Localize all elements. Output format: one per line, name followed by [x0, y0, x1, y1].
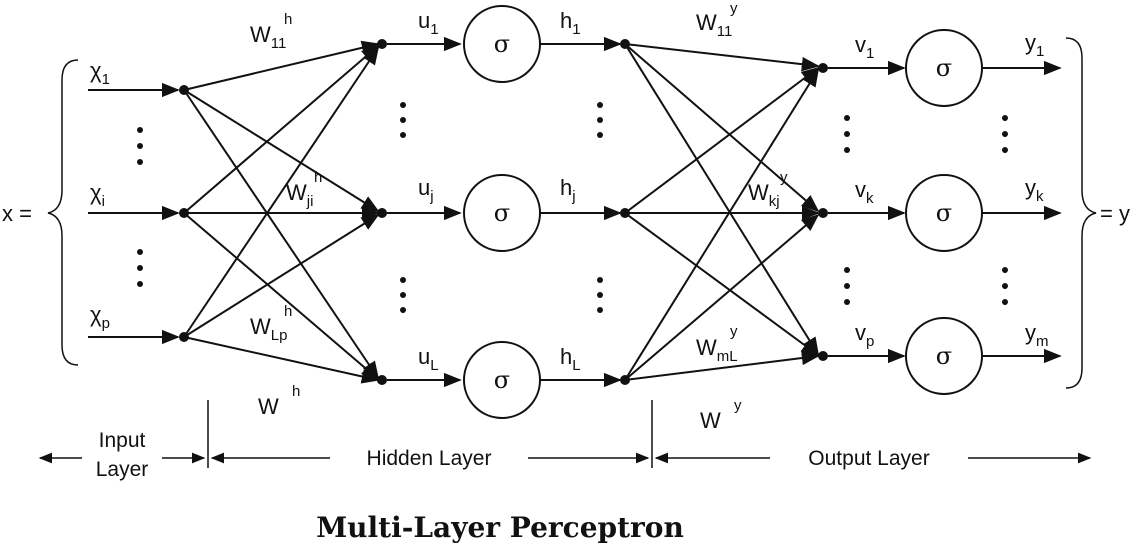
hidden-neuron-L: σ	[463, 341, 541, 419]
u-label-1: u1	[418, 8, 439, 38]
input-label-p: χp	[90, 302, 110, 332]
ellipsis-input-top	[137, 127, 143, 165]
svg-text:vp: vp	[855, 320, 874, 350]
svg-text:yk: yk	[1025, 175, 1044, 205]
output-sum-node-1	[818, 63, 828, 73]
input-hidden-connections	[183, 40, 380, 384]
y-label-k: yk	[1025, 175, 1044, 205]
svg-text:h: h	[292, 383, 300, 400]
ellipsis-hidden-h-bottom	[597, 277, 603, 313]
svg-text:u1: u1	[418, 8, 439, 38]
svg-text:W: W	[700, 408, 721, 433]
hidden-sum-node-j	[377, 208, 387, 218]
svg-text:uL: uL	[418, 344, 439, 374]
svg-text:σ: σ	[494, 366, 510, 394]
svg-text:uj: uj	[418, 175, 434, 205]
hidden-sum-node-1	[377, 39, 387, 49]
svg-text:h: h	[314, 169, 322, 186]
hidden-output-connections	[624, 43, 820, 381]
svg-text:h1: h1	[560, 8, 581, 38]
ellipsis-hidden-u-bottom	[400, 277, 406, 313]
svg-text:WmL: WmL	[696, 335, 738, 365]
svg-text:y: y	[730, 0, 738, 17]
svg-text:σ: σ	[936, 342, 952, 370]
hidden-layer-label: Hidden Layer	[367, 447, 492, 470]
svg-text:h: h	[284, 303, 292, 320]
v-label-k: vk	[855, 177, 874, 207]
v-label-1: v1	[855, 32, 874, 62]
svg-text:hj: hj	[560, 175, 576, 205]
output-neuron-m: σ	[905, 317, 983, 395]
weight-label-hidden-Lp: WLp h	[250, 303, 292, 344]
output-sum-node-p	[818, 351, 828, 361]
hidden-neuron-j: σ	[463, 174, 541, 252]
diagram-title: Multi-Layer Perceptron	[316, 511, 684, 544]
v-label-p: vp	[855, 320, 874, 350]
input-layer-label-line2: Layer	[96, 458, 149, 481]
svg-text:χp: χp	[90, 302, 110, 332]
matrix-label-hidden: W h	[258, 383, 300, 419]
h-label-1: h1	[560, 8, 581, 38]
svg-text:Wji: Wji	[286, 180, 313, 210]
svg-text:y: y	[780, 169, 788, 186]
svg-text:hL: hL	[560, 344, 581, 374]
svg-text:h: h	[284, 11, 292, 28]
output-neuron-1: σ	[905, 29, 983, 107]
svg-text:y: y	[730, 323, 738, 340]
input-brace	[47, 59, 79, 366]
svg-text:σ: σ	[494, 30, 510, 58]
svg-text:W11: W11	[696, 10, 732, 40]
y-label-1: y1	[1025, 30, 1044, 60]
weight-label-hidden-ji: Wji h	[286, 169, 322, 210]
svg-text:σ: σ	[936, 54, 952, 82]
ellipsis-hidden-h-top	[597, 102, 603, 138]
y-label-m: ym	[1025, 320, 1049, 350]
svg-text:χ1: χ1	[90, 58, 110, 88]
ellipsis-output-v-top	[844, 115, 850, 153]
svg-text:σ: σ	[494, 199, 510, 227]
svg-text:v1: v1	[855, 32, 874, 62]
weight-label-output-mL: WmL y	[696, 323, 738, 365]
weight-label-hidden-11: W11 h	[250, 11, 292, 52]
ellipsis-output-y-top	[1002, 115, 1008, 153]
ellipsis-hidden-u-top	[400, 102, 406, 138]
hidden-neuron-1: σ	[463, 5, 541, 83]
h-label-j: hj	[560, 175, 576, 205]
svg-text:W: W	[258, 394, 279, 419]
u-label-j: uj	[418, 175, 434, 205]
h-label-L: hL	[560, 344, 581, 374]
svg-text:WLp: WLp	[250, 314, 287, 344]
ellipsis-input-bottom	[137, 249, 143, 287]
input-label-1: χ1	[90, 58, 110, 88]
svg-text:y: y	[734, 397, 742, 414]
output-brace	[1065, 37, 1097, 389]
svg-text:ym: ym	[1025, 320, 1049, 350]
input-layer-label-line1: Input	[99, 429, 146, 452]
svg-text:y1: y1	[1025, 30, 1044, 60]
ellipsis-output-y-bottom	[1002, 267, 1008, 305]
x-vector-label: x =	[2, 201, 32, 226]
svg-text:Wkj: Wkj	[748, 180, 780, 210]
svg-text:vk: vk	[855, 177, 874, 207]
u-label-L: uL	[418, 344, 439, 374]
output-sum-node-k	[818, 208, 828, 218]
ellipsis-output-v-bottom	[844, 267, 850, 305]
svg-text:W11: W11	[250, 22, 286, 52]
svg-text:σ: σ	[936, 199, 952, 227]
hidden-sum-node-L	[377, 375, 387, 385]
output-layer-label: Output Layer	[808, 447, 929, 470]
weight-label-output-11: W11 y	[696, 0, 738, 40]
weight-label-output-kj: Wkj y	[748, 169, 788, 210]
input-label-i: χi	[90, 180, 105, 210]
y-vector-label: = y	[1100, 201, 1130, 226]
svg-text:χi: χi	[90, 180, 105, 210]
matrix-label-output: W y	[700, 397, 742, 433]
output-neuron-k: σ	[905, 174, 983, 252]
